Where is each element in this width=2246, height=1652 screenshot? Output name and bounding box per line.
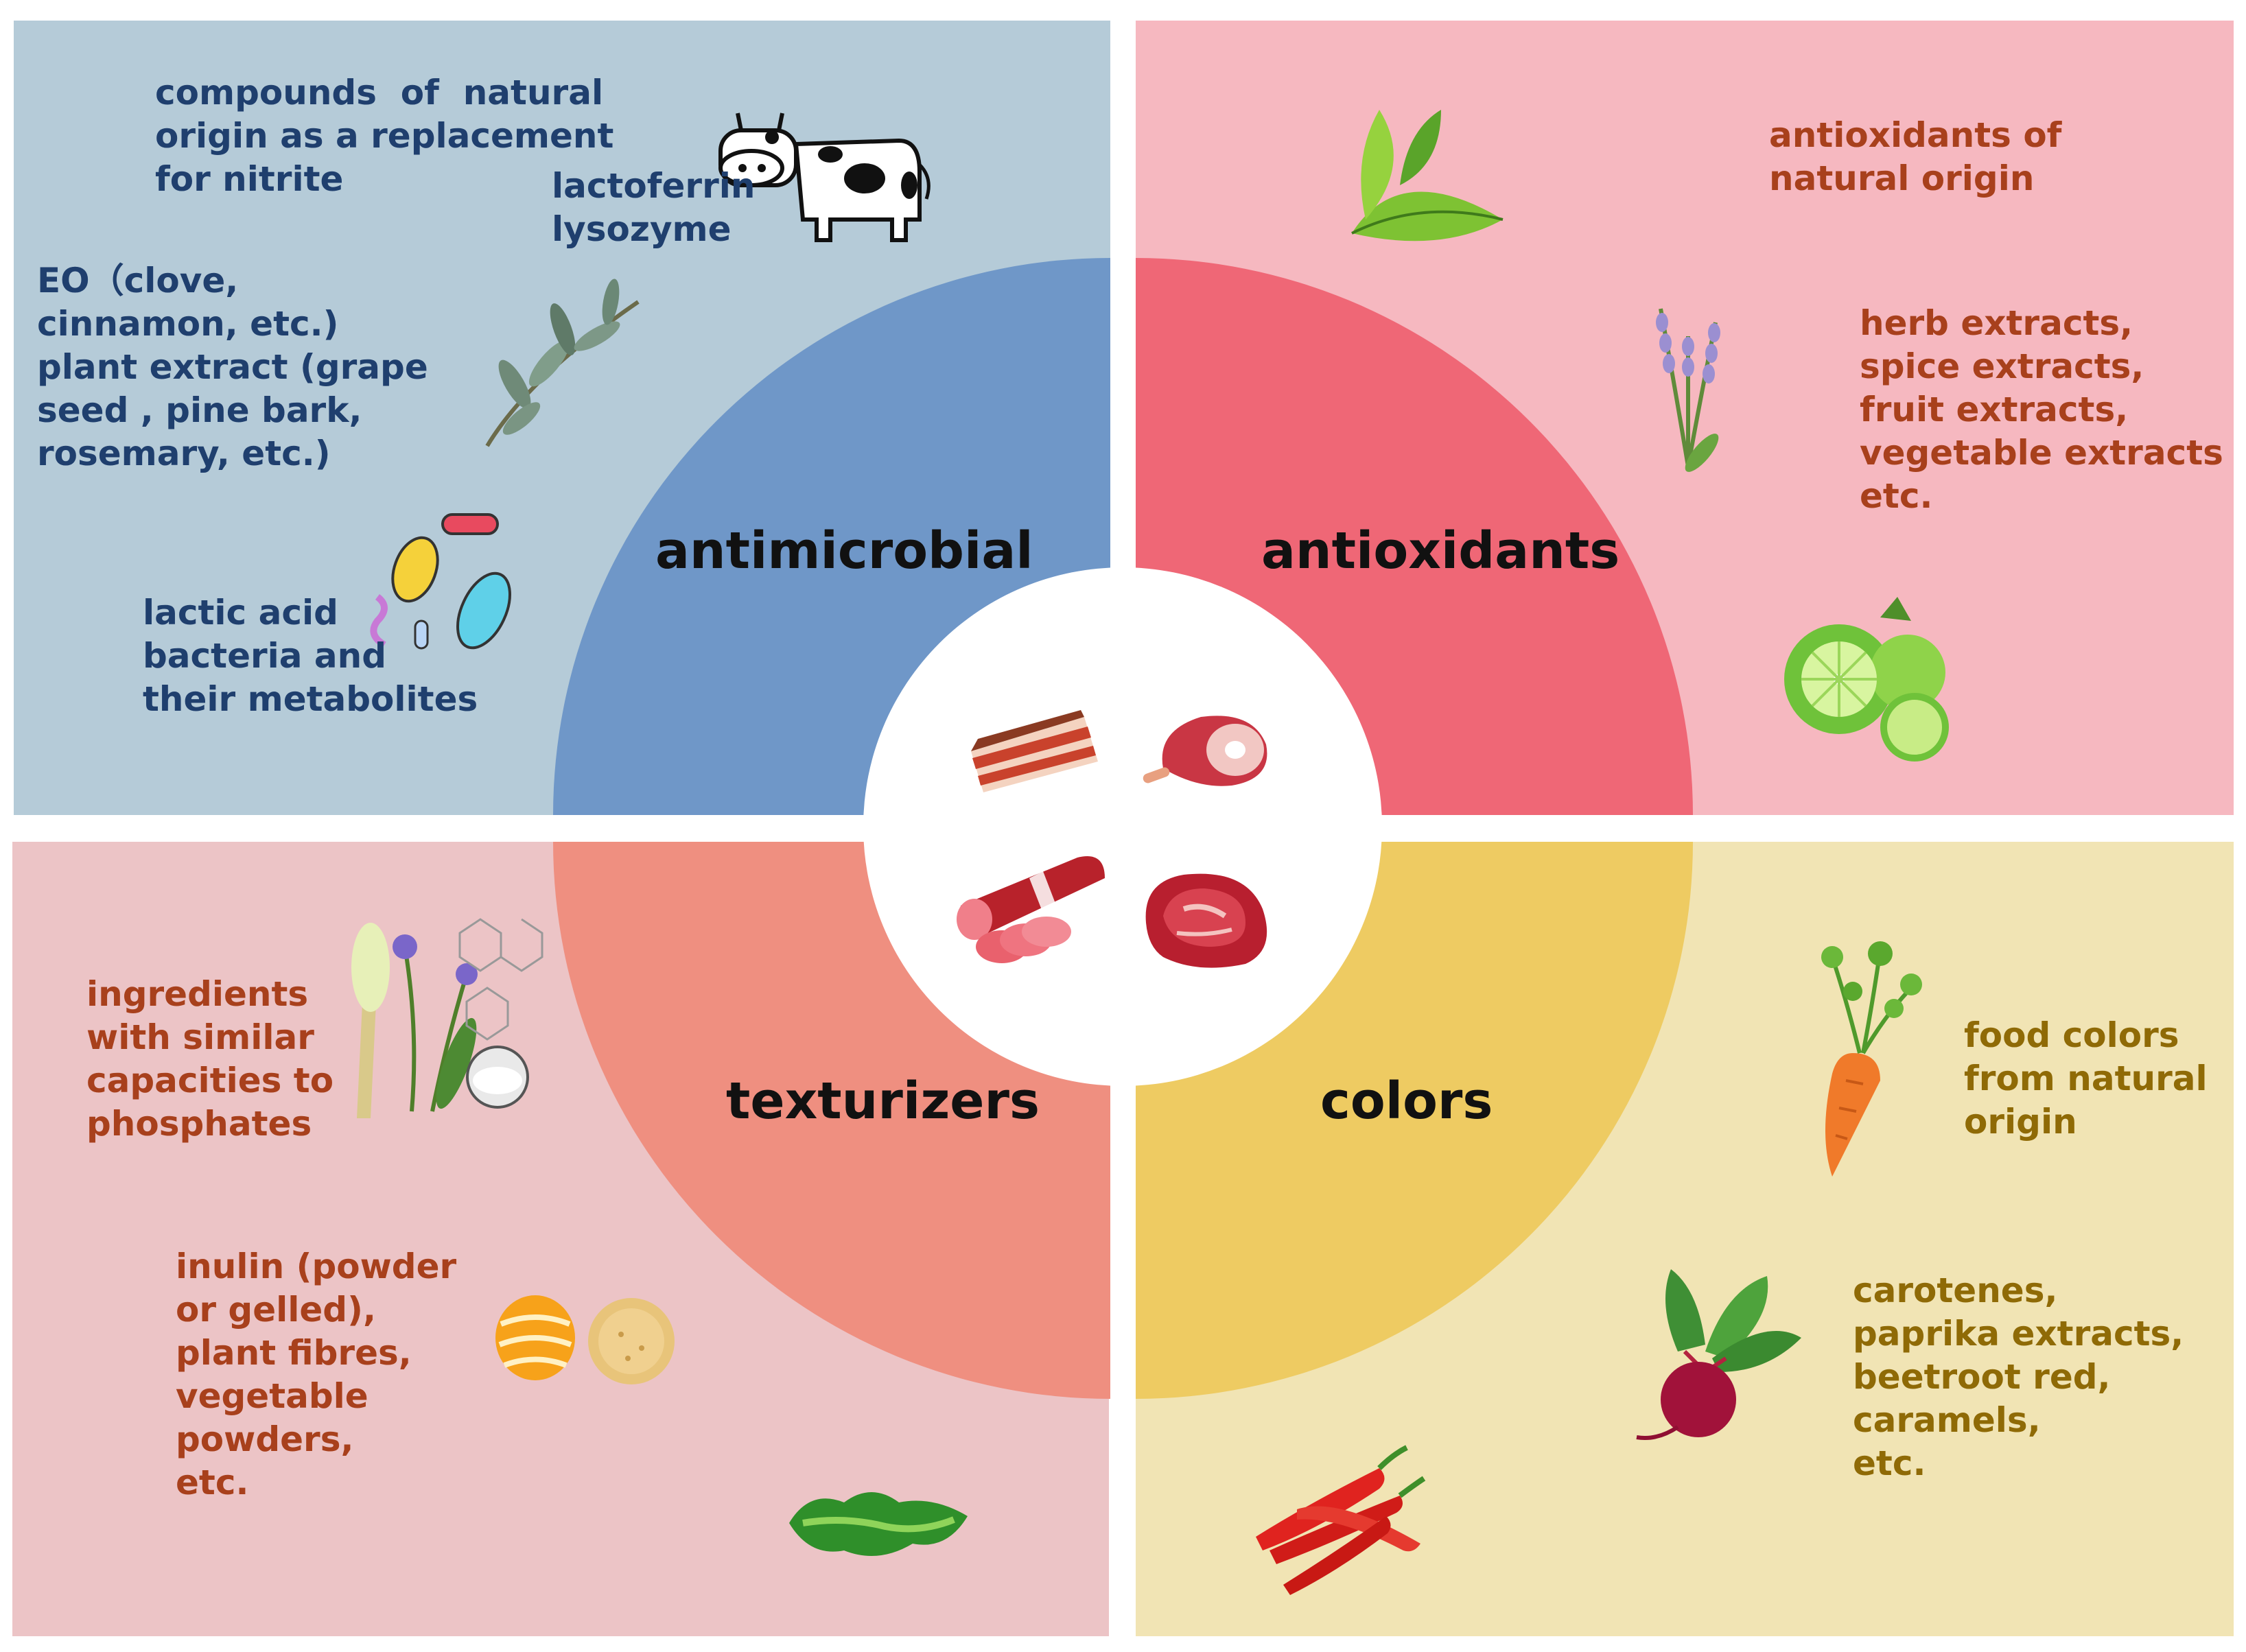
bacteria-icon <box>370 513 511 650</box>
bacon-icon <box>971 710 1098 792</box>
note-essential-oils: EO（clove, cinnamon, etc.) plant extract … <box>37 261 428 473</box>
carrot-icon <box>1821 941 1922 1177</box>
chicory-plant-icon <box>351 923 529 1118</box>
note-phosphate-substitutes: ingredients with similar capacities to p… <box>86 974 334 1144</box>
steak-icon <box>1145 873 1267 968</box>
label-texturizers: texturizers <box>726 1072 1040 1131</box>
tea-leaf-icon <box>1351 110 1504 241</box>
chili-pepper-icon <box>1256 1445 1426 1595</box>
note-lactic-acid-bacteria: lactic acid bacteria and their metabolit… <box>143 593 478 719</box>
note-natural-antioxidants: antioxidants of natural origin <box>1769 115 2062 198</box>
salami-icon <box>957 856 1105 963</box>
orange-peel-icon <box>495 1295 575 1380</box>
note-nitrite-replacement: compounds of natural origin as a replace… <box>155 73 614 199</box>
note-lactoferrin-lysozyme: lactoferrin lysozyme <box>552 166 756 249</box>
cow-icon <box>718 113 931 242</box>
lime-icon <box>1784 597 1949 762</box>
seaweed-icon <box>789 1492 968 1556</box>
powder-icon <box>588 1298 675 1384</box>
chemical-structure-icon <box>458 918 543 1041</box>
olive-branch-icon <box>485 279 640 447</box>
ham-icon <box>1143 716 1267 786</box>
note-inulin-fibres: inulin (powder or gelled), plant fibres,… <box>176 1247 457 1502</box>
label-antioxidants: antioxidants <box>1261 521 1620 580</box>
lavender-icon <box>1656 308 1720 472</box>
note-natural-food-colors: food colors from natural origin <box>1964 1015 2208 1142</box>
note-color-extracts: carotenes, paprika extracts, beetroot re… <box>1853 1271 2184 1483</box>
beetroot-icon <box>1636 1269 1801 1440</box>
label-antimicrobial: antimicrobial <box>655 521 1033 580</box>
label-colors: colors <box>1320 1072 1493 1131</box>
note-extracts: herb extracts, spice extracts, fruit ext… <box>1860 303 2223 516</box>
